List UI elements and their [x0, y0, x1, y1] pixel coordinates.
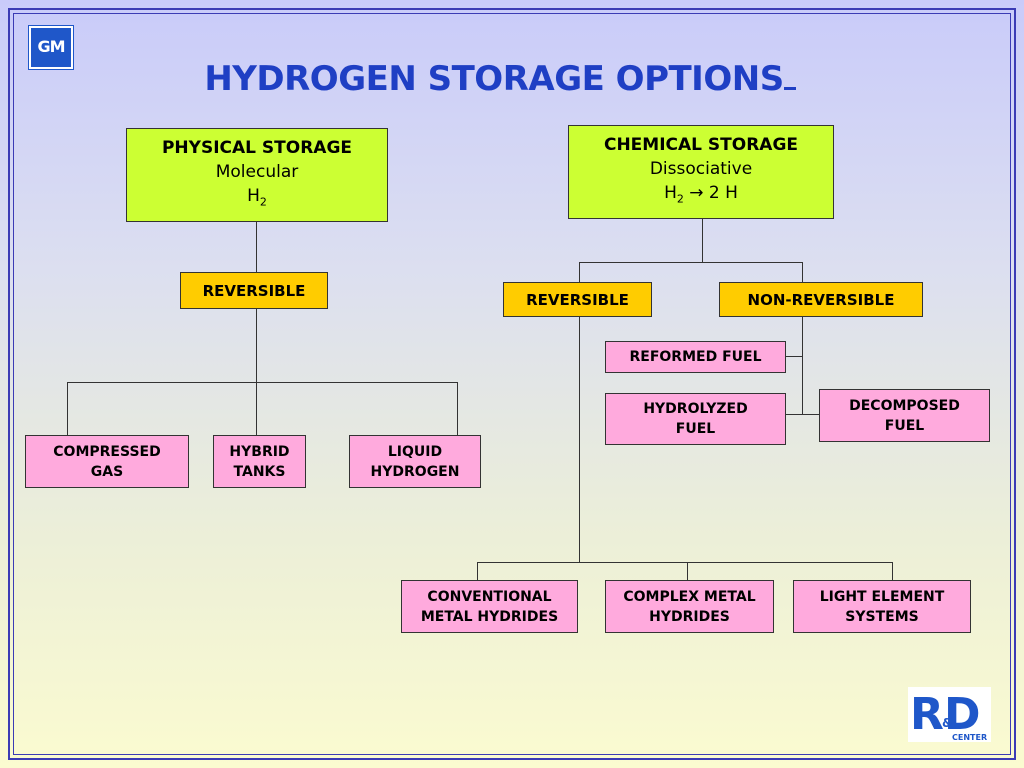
chemical-nonreversible-label: NON-REVERSIBLE	[747, 290, 895, 309]
physical-reversible-label: REVERSIBLE	[202, 281, 306, 300]
rd-logo-background	[908, 687, 991, 742]
chemical-reversible-box: REVERSIBLE	[503, 282, 652, 317]
physical-storage-formula: H2	[247, 185, 267, 209]
rd-logo-letter-d: D	[944, 689, 981, 740]
slide-title: HYDROGEN STORAGE OPTIONS	[150, 57, 850, 101]
connector	[579, 262, 803, 263]
connector	[785, 414, 819, 415]
physical-storage-heading: PHYSICAL STORAGE	[161, 137, 353, 158]
compressed-gas-box: COMPRESSED GAS	[25, 435, 189, 488]
chemical-storage-heading: CHEMICAL STORAGE	[603, 134, 799, 155]
connector	[702, 218, 703, 262]
physical-reversible-box: REVERSIBLE	[180, 272, 328, 309]
rd-center-logo: R D & CENTER	[908, 687, 991, 742]
connector	[802, 316, 803, 414]
connector	[477, 562, 893, 563]
connector	[256, 308, 257, 435]
liquid-hydrogen-box: LIQUID HYDROGEN	[349, 435, 481, 488]
light-element-systems-box: LIGHT ELEMENT SYSTEMS	[793, 580, 971, 633]
chemical-storage-type: Dissociative	[649, 158, 753, 179]
connector	[579, 316, 580, 562]
connector	[892, 562, 893, 580]
gm-logo-text: GM	[37, 37, 65, 56]
complex-metal-hydrides-box: COMPLEX METAL HYDRIDES	[605, 580, 774, 633]
decomposed-fuel-box: DECOMPOSED FUEL	[819, 389, 990, 442]
hydrolyzed-fuel-box: HYDROLYZED FUEL	[605, 393, 786, 445]
rd-logo-letter-r: R	[910, 689, 944, 740]
hybrid-tanks-box: HYBRID TANKS	[213, 435, 306, 488]
slide-border-outer	[8, 8, 1016, 760]
connector	[579, 262, 580, 282]
connector	[687, 562, 688, 580]
connector	[256, 221, 257, 272]
connector	[785, 356, 803, 357]
chemical-storage-formula: H2 → 2 H	[664, 182, 738, 206]
chemical-nonreversible-box: NON-REVERSIBLE	[719, 282, 923, 317]
physical-storage-box: PHYSICAL STORAGE Molecular H2	[126, 128, 388, 222]
conventional-metal-hydrides-box: CONVENTIONAL METAL HYDRIDES	[401, 580, 578, 633]
slide-title-text: HYDROGEN STORAGE OPTIONS	[204, 59, 784, 99]
reformed-fuel-box: REFORMED FUEL	[605, 341, 786, 373]
rd-logo-center-text: CENTER	[952, 733, 987, 742]
chemical-reversible-label: REVERSIBLE	[526, 290, 629, 309]
slide-border-inner	[13, 13, 1011, 755]
chemical-storage-box: CHEMICAL STORAGE Dissociative H2 → 2 H	[568, 125, 834, 219]
gm-logo: GM	[28, 25, 74, 70]
connector	[477, 562, 478, 580]
connector	[802, 262, 803, 282]
physical-storage-type: Molecular	[215, 161, 299, 182]
rd-logo-ampersand: &	[942, 716, 952, 730]
connector	[457, 382, 458, 435]
connector	[67, 382, 68, 435]
connector	[67, 382, 458, 383]
title-underline	[783, 57, 796, 90]
